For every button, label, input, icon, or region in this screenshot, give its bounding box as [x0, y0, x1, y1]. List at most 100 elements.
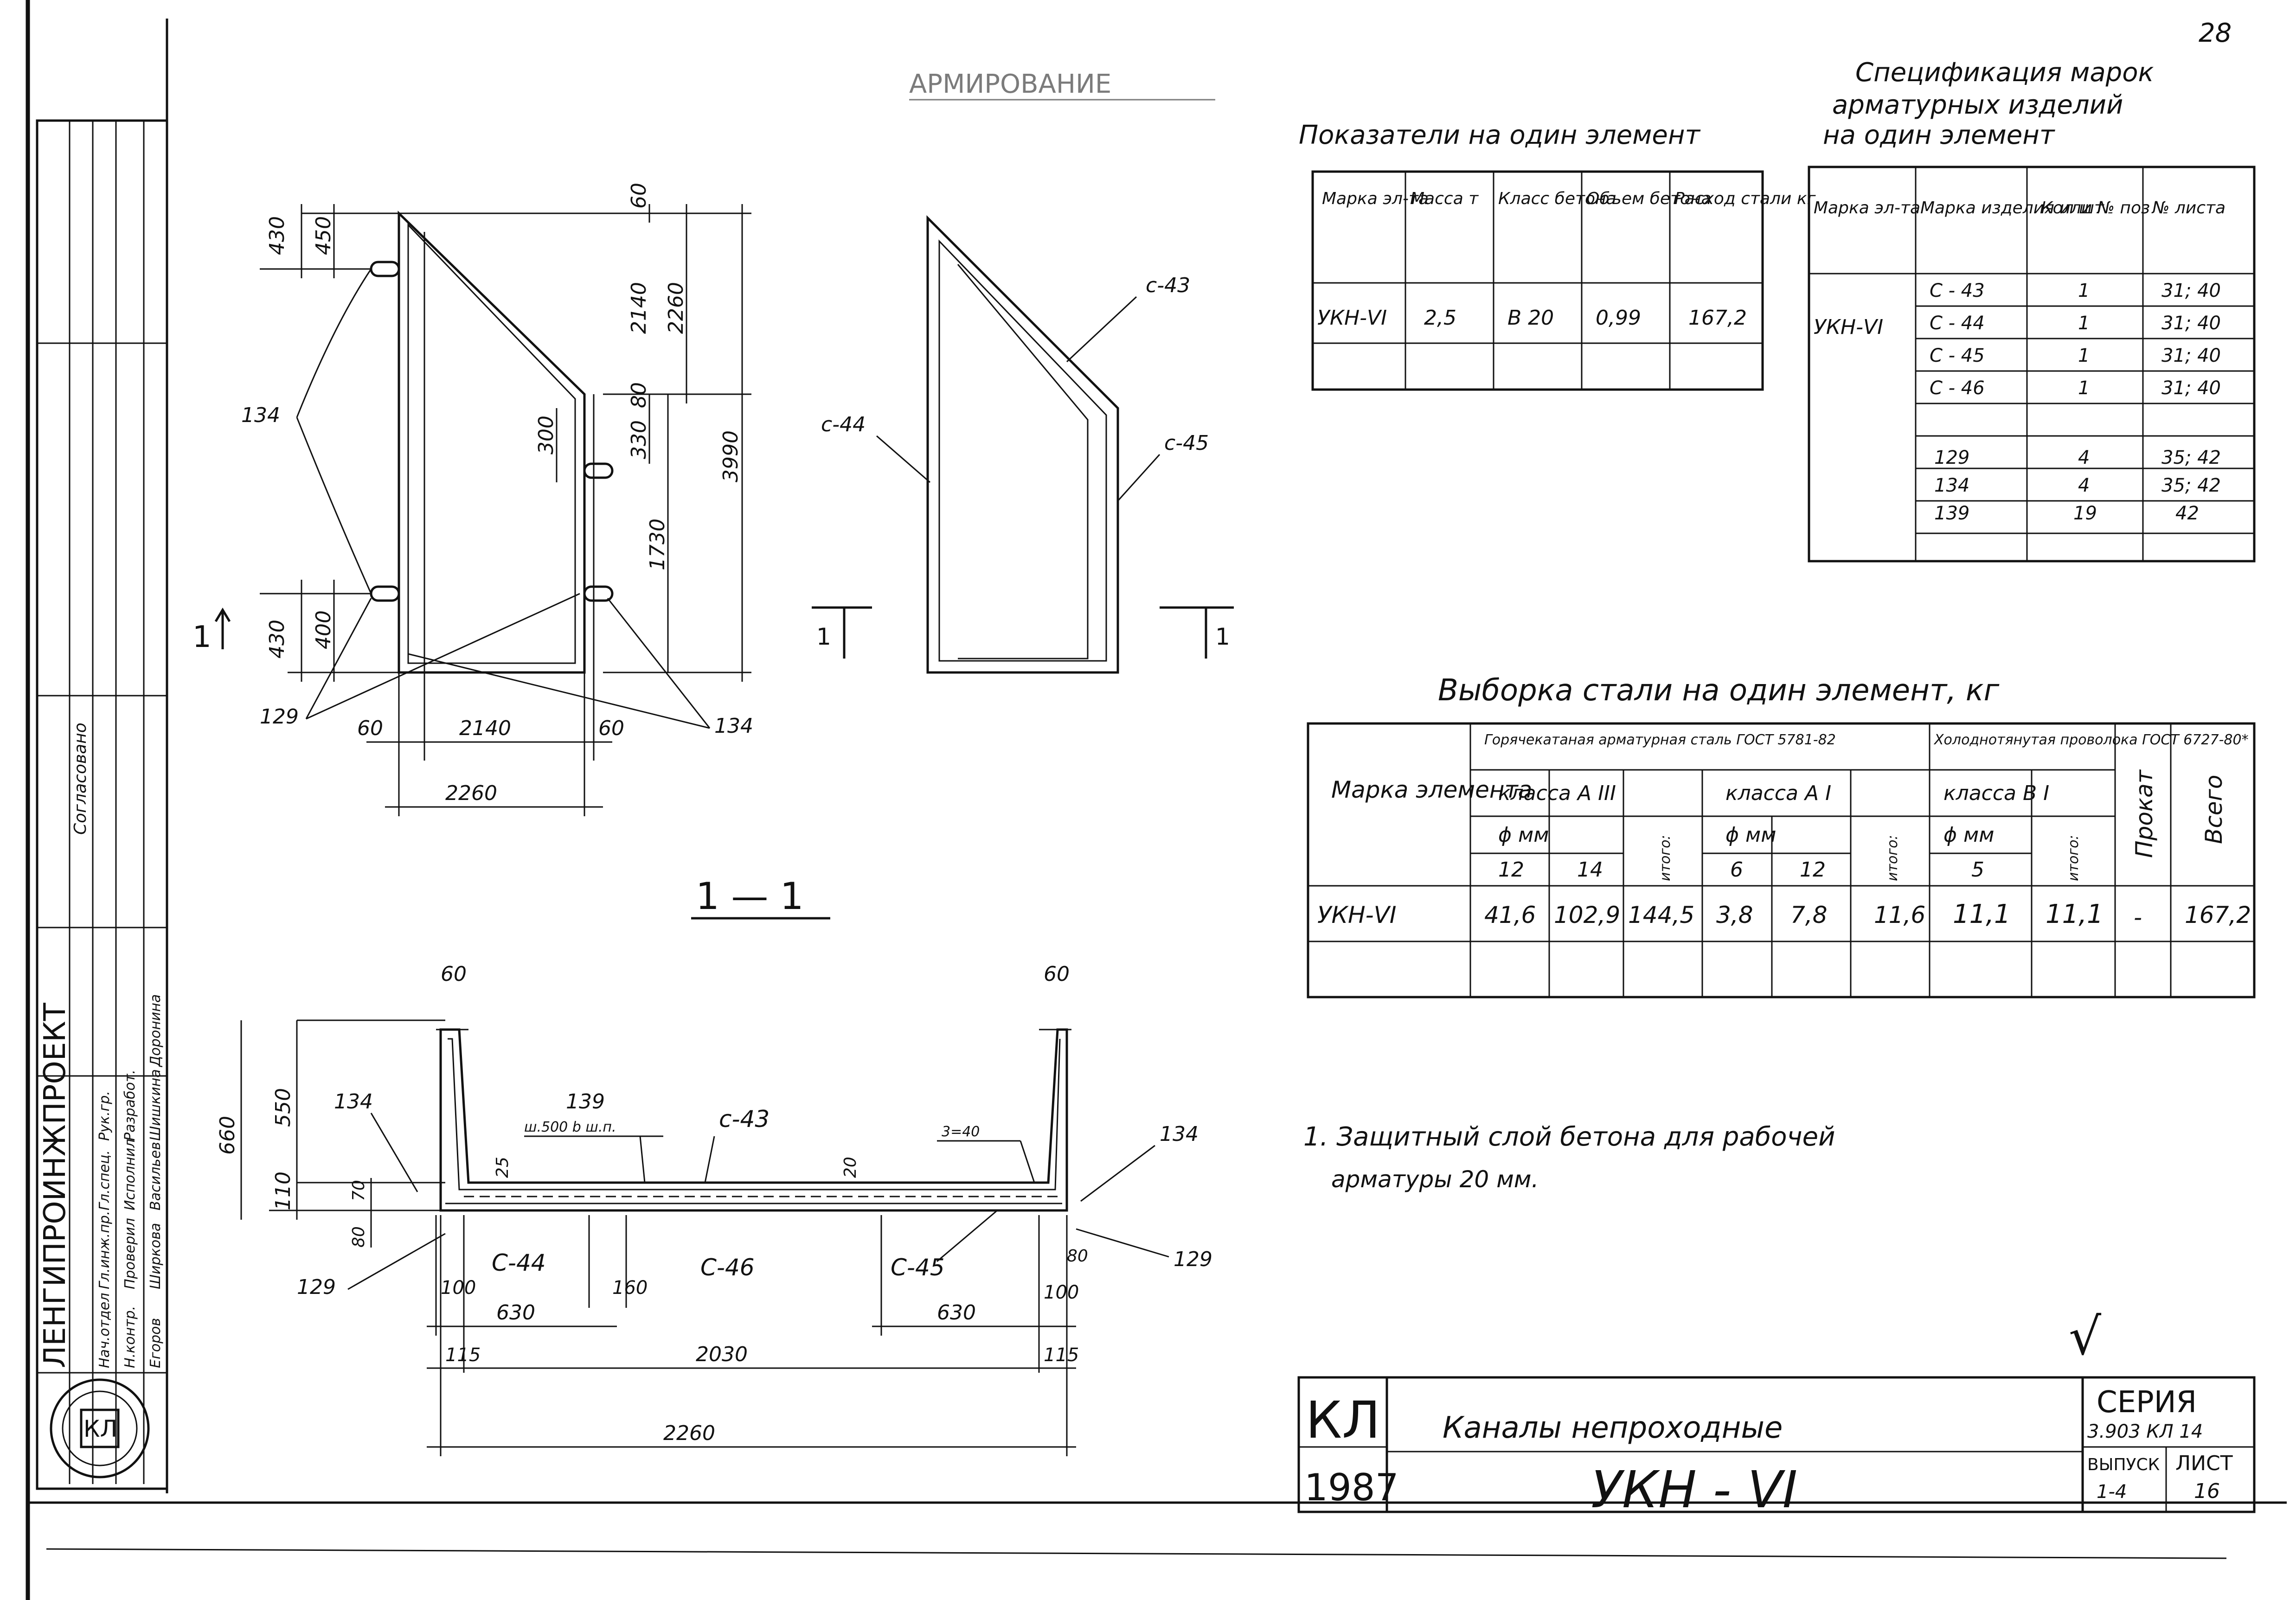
svg-text:КЛ: КЛ: [83, 1415, 117, 1442]
dim: 3990: [719, 430, 743, 482]
steel-itogo: итого:: [1885, 835, 1901, 881]
mass-header: Класс бетона: [1498, 189, 1616, 208]
mass-header: Масса т: [1410, 189, 1479, 208]
spec-cell: 31; 40: [2161, 345, 2221, 366]
steel-diameter: 14: [1577, 858, 1603, 882]
spec-header: Марка изделия или № поз: [1920, 198, 2150, 218]
section-label: 129: [1174, 1248, 1212, 1271]
steel-header: Марка элемента: [1331, 776, 1532, 803]
dim: 550: [271, 1088, 295, 1127]
steel-cell: 11,1: [1953, 899, 2011, 929]
dim: 110: [271, 1171, 295, 1210]
mass-table: Показатели на один элемент Марка эл-та М…: [1299, 120, 1816, 391]
mass-cell: УКН-VI: [1317, 306, 1387, 330]
steel-diameter: 6: [1730, 858, 1743, 882]
section-label: С-45: [891, 1254, 945, 1281]
steel-cell: 144,5: [1628, 902, 1694, 928]
steel-cell: 41,6: [1484, 902, 1536, 928]
dim: 115: [1044, 1344, 1079, 1366]
section-title: 1 — 1: [696, 875, 804, 918]
sheet-number: 28: [2199, 18, 2232, 48]
dim: 60: [627, 183, 651, 209]
side-view: с-43 с-44 с-45 1 1: [812, 215, 1234, 674]
spec-cell: С - 46: [1930, 378, 1985, 399]
steel-cell: 11,1: [2046, 899, 2104, 929]
steel-class: класса В I: [1943, 781, 2049, 805]
spec-cell: 31; 40: [2161, 378, 2221, 399]
section-label: С-44: [492, 1249, 546, 1276]
spec-cell: С - 45: [1930, 345, 1985, 366]
dim: 630: [496, 1301, 535, 1325]
steel-table: Выборка стали на один элемент, кг Марка …: [1307, 673, 2256, 998]
spec-cell: 129: [1934, 447, 1969, 468]
spec-cell: 1: [2078, 345, 2090, 366]
spec-cell: 31; 40: [2161, 280, 2221, 301]
steel-cell: УКН-VI: [1317, 902, 1397, 928]
title-block: КЛ 1987 Каналы непроходные УКН - VI СЕРИ…: [1297, 1376, 2256, 1519]
dim: 80: [1067, 1247, 1088, 1266]
dim: 430: [265, 216, 289, 255]
dim: 60: [1044, 962, 1070, 986]
bar-label: 134: [241, 403, 280, 427]
section-label: с-43: [719, 1106, 770, 1133]
section-label: С-46: [700, 1254, 755, 1281]
tb-sheet: 16: [2194, 1479, 2220, 1503]
section-label: ш.500 b ш.п.: [524, 1119, 616, 1135]
tb-code: КЛ: [1306, 1390, 1380, 1450]
spec-header: № листа: [2151, 198, 2225, 218]
steel-class: класса А I: [1725, 781, 1831, 805]
dim: 450: [312, 216, 335, 255]
tb-sheet-label: ЛИСТ: [2175, 1452, 2233, 1475]
dim: 60: [598, 717, 624, 740]
spec-caption: Спецификация марок: [1855, 58, 2154, 88]
steel-vsego: Всего: [2200, 775, 2227, 844]
steel-cell: 3,8: [1716, 902, 1753, 928]
check-mark: √: [2069, 1307, 2102, 1366]
dim: 100: [1044, 1282, 1079, 1303]
spec-cell: 19: [2073, 503, 2097, 524]
stamp-role: Гл.инж.пр.: [96, 1211, 113, 1289]
stamp-role: Гл.спец.: [96, 1150, 113, 1210]
spec-element: УКН-VI: [1814, 315, 1883, 339]
stamp-agreed: Согласовано: [71, 723, 90, 835]
spec-caption: арматурных изделий: [1832, 90, 2123, 120]
section-mark: 1: [1215, 623, 1230, 650]
stamp-role: Проверил: [122, 1218, 138, 1289]
tb-series-label: СЕРИЯ: [2097, 1385, 2197, 1420]
spec-cell: 35; 42: [2161, 447, 2221, 468]
dim: 60: [441, 962, 467, 986]
spec-cell: 4: [2078, 447, 2090, 468]
spec-cell: С - 44: [1930, 313, 1985, 334]
section-label: 129: [297, 1275, 336, 1299]
spec-caption: на один элемент: [1823, 120, 2055, 150]
stamp-role: Нач.отдел: [96, 1293, 113, 1368]
dim: 20: [841, 1157, 860, 1178]
spec-cell: 134: [1934, 475, 1969, 496]
steel-diameter: 12: [1498, 858, 1524, 882]
stamp-role: Исполнил: [122, 1139, 138, 1210]
steel-phi: ϕ мм: [1498, 823, 1549, 847]
dim: 300: [534, 416, 558, 454]
steel-cell: 167,2: [2185, 902, 2251, 928]
stamp-role: Рук.гр.: [96, 1091, 113, 1141]
mass-cell: B 20: [1507, 306, 1554, 330]
steel-itogo: итого:: [2065, 835, 2082, 881]
spec-cell: 1: [2078, 378, 2090, 399]
spec-cell: С - 43: [1930, 280, 1985, 301]
side-label: с-44: [821, 413, 866, 436]
tb-series: 3.903 КЛ 14: [2087, 1421, 2203, 1442]
dim: 2140: [459, 717, 511, 740]
note: 1. Защитный слой бетона для рабочей арма…: [1303, 1122, 1835, 1193]
spec-cell: 4: [2078, 475, 2090, 496]
dim: 2260: [664, 282, 688, 334]
bar-label: 134: [714, 714, 753, 738]
mass-cell: 167,2: [1688, 306, 1747, 330]
stamp-name: Доронина: [148, 994, 164, 1068]
spec-cell: 139: [1934, 503, 1969, 524]
dim: 1730: [646, 518, 669, 570]
steel-cell: 7,8: [1790, 902, 1828, 928]
mass-cell: 0,99: [1596, 306, 1641, 330]
dim: 25: [493, 1157, 512, 1178]
stamp-role: Н.контр.: [122, 1306, 138, 1368]
